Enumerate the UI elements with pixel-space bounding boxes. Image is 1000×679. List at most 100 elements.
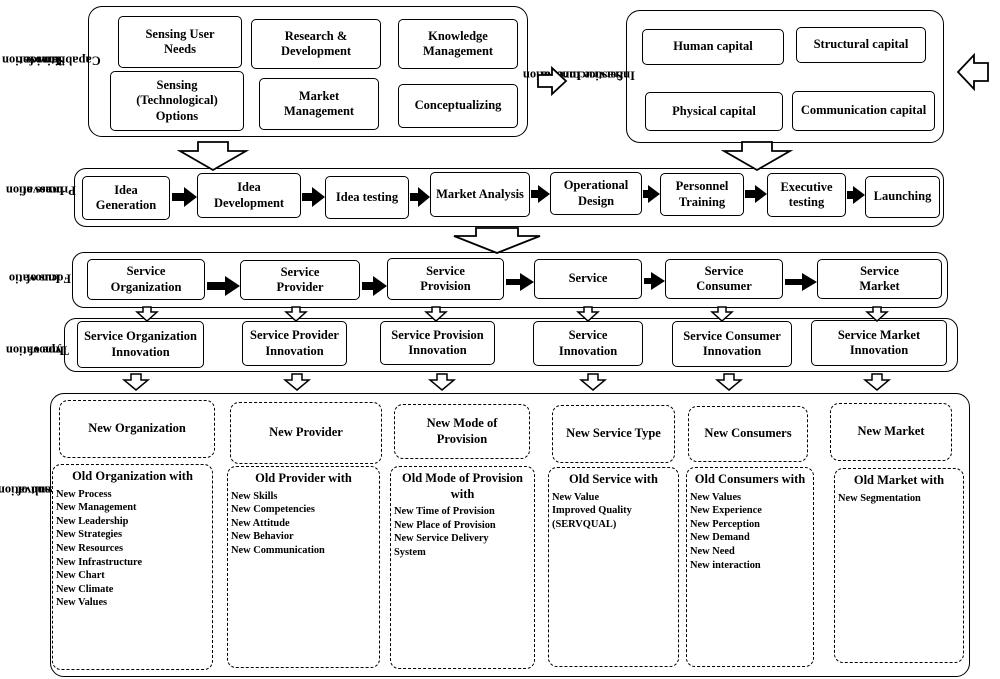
result-item: New Chart <box>56 570 105 582</box>
hollow-arrow-down <box>135 306 159 323</box>
result-detail-heading: Old Service with <box>569 472 658 486</box>
process-market-analysis: Market Analysis <box>430 172 530 217</box>
type-service-organization-innovation: Service Organization Innovation <box>77 321 204 368</box>
process-idea-testing: Idea testing <box>325 176 409 219</box>
result-detail-service: Old Service with New Value Improved Qual… <box>548 467 679 667</box>
solid-arrow-right <box>644 272 665 290</box>
solid-arrow-right <box>643 185 660 203</box>
result-item: New Values <box>690 491 742 503</box>
result-item: New Behavior <box>231 531 294 543</box>
result-item: New Experience <box>690 505 762 517</box>
solid-arrow-right <box>362 276 387 296</box>
process-arrows <box>172 185 865 207</box>
capability-research-development: Research & Development <box>251 19 381 69</box>
result-item: New Competencies <box>231 504 315 516</box>
process-idea-development: Idea Development <box>197 173 301 218</box>
result-item: New Time of Provision <box>394 506 495 518</box>
result-item: New Attitude <box>231 517 290 529</box>
process-launching: Launching <box>865 176 940 218</box>
result-title-new-mode-of-provision: New Mode of Provision <box>394 404 530 459</box>
type-service-provider-innovation: Service Provider Innovation <box>242 321 347 366</box>
hollow-arrow-down <box>720 141 794 172</box>
focus-to-type-arrows <box>135 306 889 323</box>
result-detail-heading: Old Consumers with <box>694 472 806 486</box>
capability-knowledge-management: Knowledge Management <box>398 19 518 69</box>
result-item: New Management <box>56 502 137 514</box>
hollow-arrow-down <box>578 373 608 391</box>
capability-market-management: Market Management <box>259 78 379 130</box>
result-item: New Infrastructure <box>56 556 143 568</box>
result-item: New Segmentation <box>838 492 921 504</box>
solid-arrow-right <box>302 187 325 207</box>
result-item: New Place of Provision <box>394 519 496 531</box>
result-detail-consumers: Old Consumers with New Values New Experi… <box>686 467 814 667</box>
result-item: New Process <box>56 488 112 500</box>
hollow-arrow-down <box>710 306 734 323</box>
result-detail-heading: Old Organization with <box>72 469 193 483</box>
process-idea-generation: Idea Generation <box>82 176 170 220</box>
focus-frame <box>72 252 948 308</box>
hollow-arrow-left <box>956 52 989 92</box>
focus-service-market: Service Market <box>817 259 942 299</box>
result-detail-heading: Old Market with <box>853 473 945 487</box>
capability-sensing-options: Sensing (Technological) Options <box>110 71 244 131</box>
result-item: (SERVQUAL) <box>552 518 617 530</box>
focus-service-provider: Service Provider <box>240 260 360 300</box>
process-personnel-training: Personnel Training <box>660 173 744 216</box>
result-item: New Leadership <box>56 515 129 527</box>
result-detail-heading: Old Mode of Provision with <box>402 471 523 501</box>
focus-service-consumer: Service Consumer <box>665 259 783 299</box>
result-item: New Need <box>690 546 735 557</box>
capabilities-frame <box>88 6 528 137</box>
hollow-arrow-down <box>282 373 312 391</box>
infrastructure-structural-capital: Structural capital <box>796 27 926 63</box>
type-service-innovation: Service Innovation <box>533 321 643 366</box>
solid-arrow-right <box>410 187 430 207</box>
result-title-new-consumers: New Consumers <box>688 406 808 462</box>
infrastructure-communication-capital: Communication capital <box>792 91 935 131</box>
hollow-arrow-down <box>427 373 457 391</box>
infrastructure-physical-capital: Physical capital <box>645 92 783 131</box>
type-frame <box>64 318 958 372</box>
type-service-provision-innovation: Service Provision Innovation <box>380 321 495 365</box>
process-operational-design: Operational Design <box>550 172 642 215</box>
result-item: New Service Delivery <box>394 533 489 545</box>
hollow-arrow-down <box>121 373 151 391</box>
hollow-arrow-down <box>176 141 250 172</box>
result-item: New Resources <box>56 543 124 554</box>
hollow-arrow-down <box>865 306 889 323</box>
type-to-result-arrows <box>121 373 892 391</box>
result-detail-organization: Old Organization with New Process New Ma… <box>52 464 213 670</box>
solid-arrow-right <box>785 273 817 291</box>
solid-arrow-right <box>207 276 240 296</box>
result-item: New Demand <box>690 532 750 544</box>
result-title-new-organization: New Organization <box>59 400 215 458</box>
focus-arrows <box>207 272 817 296</box>
result-item: New Strategies <box>56 529 123 541</box>
hollow-arrow-down <box>284 306 308 323</box>
infrastructure-frame <box>626 10 944 143</box>
result-detail-heading: Old Provider with <box>255 471 352 485</box>
capability-conceptualizing: Conceptualizing <box>398 84 518 128</box>
hollow-arrow-down <box>862 373 892 391</box>
hollow-arrow-down <box>453 227 541 254</box>
result-item: New Perception <box>690 518 760 530</box>
solid-arrow-right <box>745 185 767 203</box>
hollow-arrow-down <box>576 306 600 323</box>
result-detail-provider: Old Provider with New Skills New Compete… <box>227 466 380 668</box>
result-item: New Communication <box>231 545 325 556</box>
type-service-market-innovation: Service Market Innovation <box>811 320 947 366</box>
hollow-arrow-down <box>424 306 448 323</box>
result-detail-provision: Old Mode of Provision with New Time of P… <box>390 466 535 669</box>
solid-arrow-right <box>506 273 534 291</box>
solid-arrow-right <box>172 187 197 207</box>
result-title-new-provider: New Provider <box>230 402 382 464</box>
process-executive-testing: Executive testing <box>767 173 846 217</box>
result-item: Improved Quality <box>552 505 632 517</box>
focus-service: Service <box>534 259 642 299</box>
capability-sensing-user-needs: Sensing User Needs <box>118 16 242 68</box>
result-title-new-service-type: New Service Type <box>552 405 675 463</box>
result-item: New interaction <box>690 559 761 571</box>
hollow-arrow-down <box>714 373 744 391</box>
